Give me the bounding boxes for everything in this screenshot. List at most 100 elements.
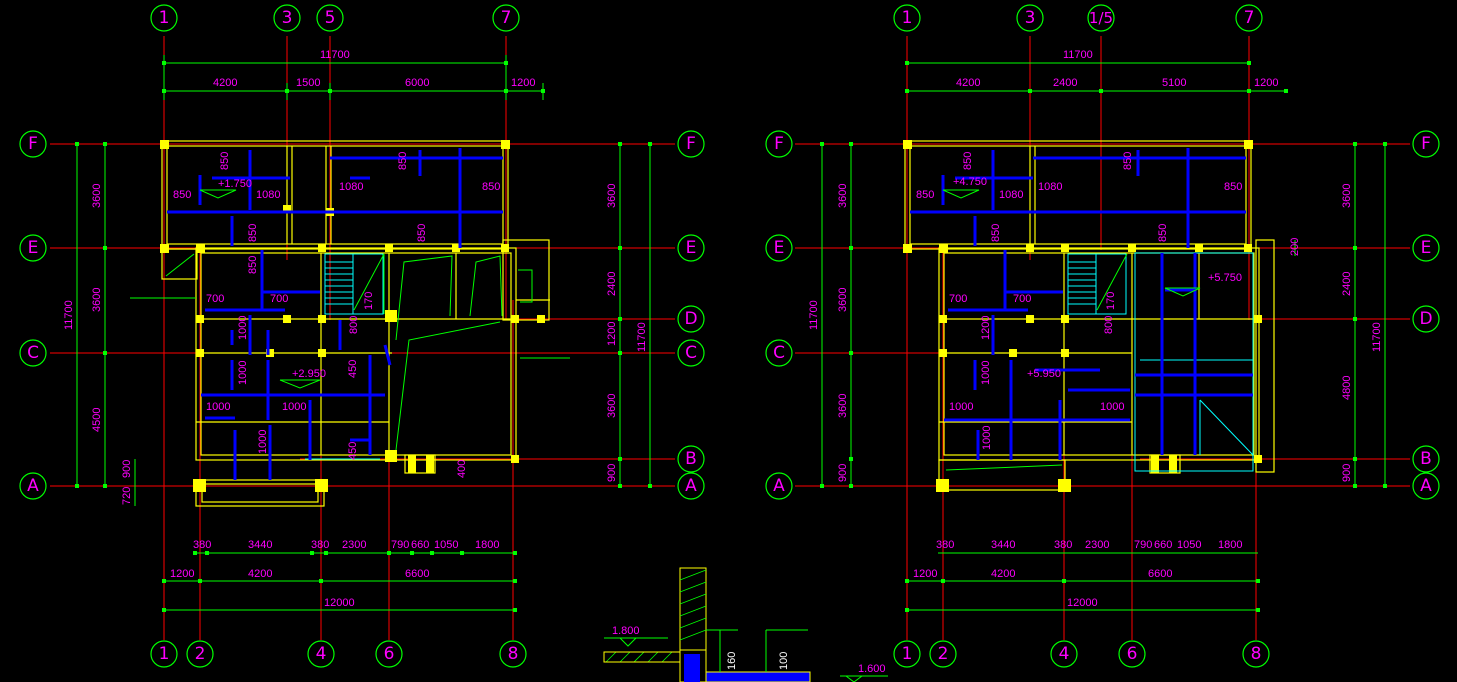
dim-bottom-row1: 380 [1054, 539, 1072, 551]
beams-right [910, 148, 1253, 460]
dim-right: 3600 [606, 394, 618, 418]
hatch [605, 569, 707, 663]
axis-left-F-label: F [28, 134, 38, 154]
beam-label: 1000 [981, 426, 993, 450]
axis-left-C-label: C [27, 343, 39, 363]
detail-level-label: 1.600 [858, 663, 886, 675]
dim-left: 3600 [91, 184, 103, 208]
dim-right-overall: 11700 [636, 322, 648, 352]
axis-bottom-1-label: 1 [159, 644, 170, 664]
level-label: +5.750 [1208, 272, 1242, 284]
beam-label: 850 [962, 152, 974, 170]
axis-bottom-1-label: 1 [902, 644, 913, 664]
green-lines-right [945, 253, 1128, 471]
dim-right: 900 [1341, 464, 1353, 482]
dim-bottom-row1: 2300 [1085, 539, 1109, 551]
dim-bottom-row2: 4200 [991, 568, 1015, 580]
dim-lines-left [76, 55, 651, 611]
level-label: +1.750 [218, 178, 252, 190]
level-symbols-left [199, 189, 321, 389]
beam-label: 1000 [206, 401, 230, 413]
dim-bottom-row2: 4200 [248, 568, 272, 580]
axis-top-1-label: 1 [902, 8, 913, 28]
dim-right: 2400 [606, 272, 618, 296]
beam-label: 450 [347, 442, 359, 460]
dim-left: 4500 [91, 408, 103, 432]
axis-left-A-label: A [27, 476, 39, 496]
axis-bubbles-left [19, 4, 705, 668]
dim-right: 3600 [606, 184, 618, 208]
dim-bottom-row1: 1050 [434, 539, 458, 551]
beam-label: 700 [949, 293, 967, 305]
dim-left-overall: 11700 [63, 300, 75, 330]
dim-bottom-row1: 790 [1134, 539, 1152, 551]
dim-bottom-row2: 6600 [1148, 568, 1172, 580]
dim-bottom-row2: 6600 [405, 568, 429, 580]
dim-left-small: 900 [121, 460, 133, 478]
dim-bottom-overall: 12000 [1067, 597, 1098, 609]
beam-label: 1080 [999, 189, 1023, 201]
beam-label: 1000 [949, 401, 973, 413]
beam-label: 170 [1105, 292, 1117, 310]
axis-bottom-4-label: 4 [316, 644, 327, 664]
axis-left-E-label: E [774, 238, 785, 258]
dim-left: 3600 [837, 288, 849, 312]
dim-bottom-overall: 12000 [324, 597, 355, 609]
dim-bottom-row1: 1800 [475, 539, 499, 551]
beam-label: 700 [206, 293, 224, 305]
axis-right-C-label: C [685, 343, 697, 363]
columns-right [903, 140, 1262, 492]
detail-dim: 160 [726, 652, 738, 670]
dim-bottom-row1: 790 [391, 539, 409, 551]
axis-right-B-label: B [685, 449, 697, 469]
level-label: +4.750 [953, 176, 987, 188]
axis-top-3-label: 3 [282, 8, 293, 28]
level-label: +5.950 [1027, 368, 1061, 380]
dim-bottom-row1: 3440 [248, 539, 272, 551]
stair-left [305, 253, 384, 460]
beam-label: 800 [348, 316, 360, 334]
dim-top: 2400 [1053, 77, 1077, 89]
axis-right-D-label: D [684, 309, 697, 329]
beam-label: 850 [247, 256, 259, 274]
beam-label: 1000 [237, 361, 249, 385]
axis-top-5-label: 5 [325, 8, 336, 28]
dim-left: 3600 [837, 184, 849, 208]
dim-right: 3600 [1341, 184, 1353, 208]
beam-label: 850 [247, 224, 259, 242]
beam-label: 850 [397, 152, 409, 170]
green-lines-left [130, 253, 570, 451]
dim-ticks-left [75, 61, 652, 612]
dim-lines-right [821, 62, 1386, 611]
beam-label: 1000 [980, 361, 992, 385]
dim-left: 3600 [837, 394, 849, 418]
dim-bottom-row1: 2300 [342, 539, 366, 551]
axis-bottom-2-label: 2 [938, 644, 949, 664]
level-label: +2.950 [292, 368, 326, 380]
beam-label: 400 [456, 460, 468, 478]
beam-label: 1000 [237, 316, 249, 340]
axis-top-1-5-label: 1/5 [1089, 9, 1113, 27]
dim-right: 2400 [1341, 272, 1353, 296]
beam-label: 850 [482, 181, 500, 193]
detail-dim: 100 [778, 652, 790, 670]
axis-left-A-label: A [773, 476, 785, 496]
dim-top: 1200 [511, 77, 535, 89]
dim-left: 900 [837, 464, 849, 482]
beam-label: 1080 [339, 181, 363, 193]
dim-bottom-row1: 660 [1154, 539, 1172, 551]
dim-top: 1200 [1254, 77, 1278, 89]
dim-bottom-row1: 380 [311, 539, 329, 551]
axis-bottom-8-label: 8 [1251, 644, 1262, 664]
axis-bottom-2-label: 2 [195, 644, 206, 664]
axis-right-E-label: E [686, 238, 697, 258]
walls-right [904, 140, 1275, 491]
dim-bottom-row1: 660 [411, 539, 429, 551]
axis-top-7-label: 7 [1244, 8, 1255, 28]
axis-left-F-label: F [774, 134, 784, 154]
beam-label: 850 [416, 224, 428, 242]
dim-top: 6000 [405, 77, 429, 89]
axis-right-D-label: D [1419, 309, 1432, 329]
axis-left-E-label: E [28, 238, 39, 258]
dim-ticks-right [820, 61, 1387, 612]
